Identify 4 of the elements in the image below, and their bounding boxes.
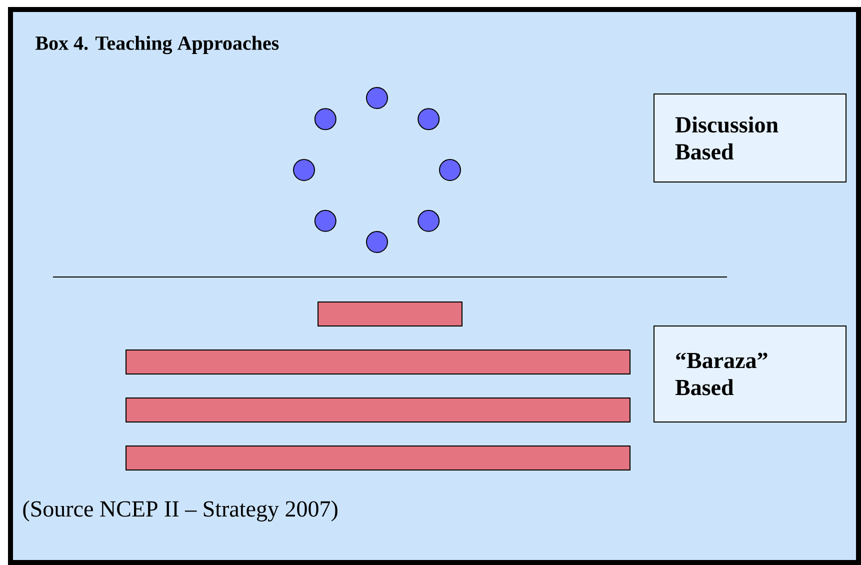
- label-box: “Baraza” Based: [654, 326, 847, 422]
- label-box: Discussion Based: [654, 94, 847, 182]
- diagram-title: Box 4. Teaching Approaches: [36, 36, 279, 54]
- source-note: (Source NCEP II – Strategy 2007): [23, 500, 338, 522]
